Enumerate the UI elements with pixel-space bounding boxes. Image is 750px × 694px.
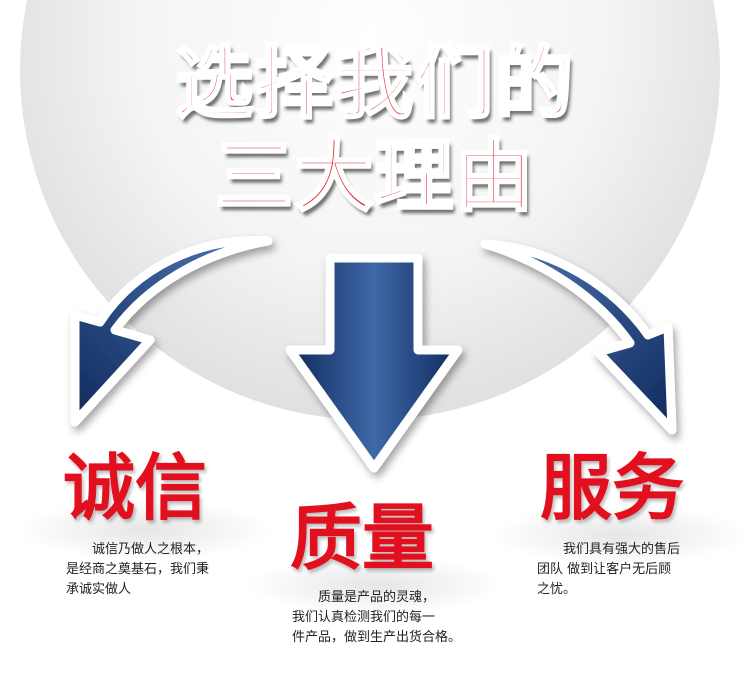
headline-line-2: 三大理由 — [213, 132, 535, 222]
pillar-1-glow — [15, 500, 275, 560]
pillar-text-service: 我们具有强大的售后 团队 做到让客户无后顾 之忧。 — [537, 540, 680, 600]
left-arrow-icon — [70, 235, 273, 427]
pillar-text-integrity: 诚信乃做人之根本， 是经商之奠基石，我们秉 承诚实做人 — [66, 540, 209, 600]
pillar-line: 之忧。 — [537, 582, 577, 597]
down-arrow-icon — [285, 253, 463, 473]
pillar-3-glow — [490, 505, 750, 565]
pillar-line: 承诚实做人 — [66, 582, 132, 597]
pillar-2-glow — [245, 555, 505, 615]
pillar-line: 我们具有强大的售后 — [563, 542, 681, 557]
headline-line-1: 选择我们的 — [173, 39, 575, 129]
right-arrow-icon — [480, 239, 677, 435]
pillar-line: 件产品，做到生产出货合格。 — [292, 630, 462, 645]
pillar-text-quality: 质量是产品的灵魂， 我们认真检测我们的每一 件产品，做到生产出货合格。 — [292, 588, 461, 648]
pillar-line: 是经商之奠基石，我们秉 — [66, 562, 210, 577]
pillar-line: 质量是产品的灵魂， — [318, 590, 436, 605]
pillar-line: 团队 做到让客户无后顾 — [537, 562, 672, 577]
pillar-title-service: 服务 — [540, 446, 685, 530]
pillar-line: 诚信乃做人之根本， — [92, 542, 210, 557]
pillar-title-quality: 质量 — [290, 496, 435, 580]
pillar-line: 我们认真检测我们的每一 — [292, 610, 436, 625]
pillar-title-integrity: 诚信 — [63, 446, 208, 530]
